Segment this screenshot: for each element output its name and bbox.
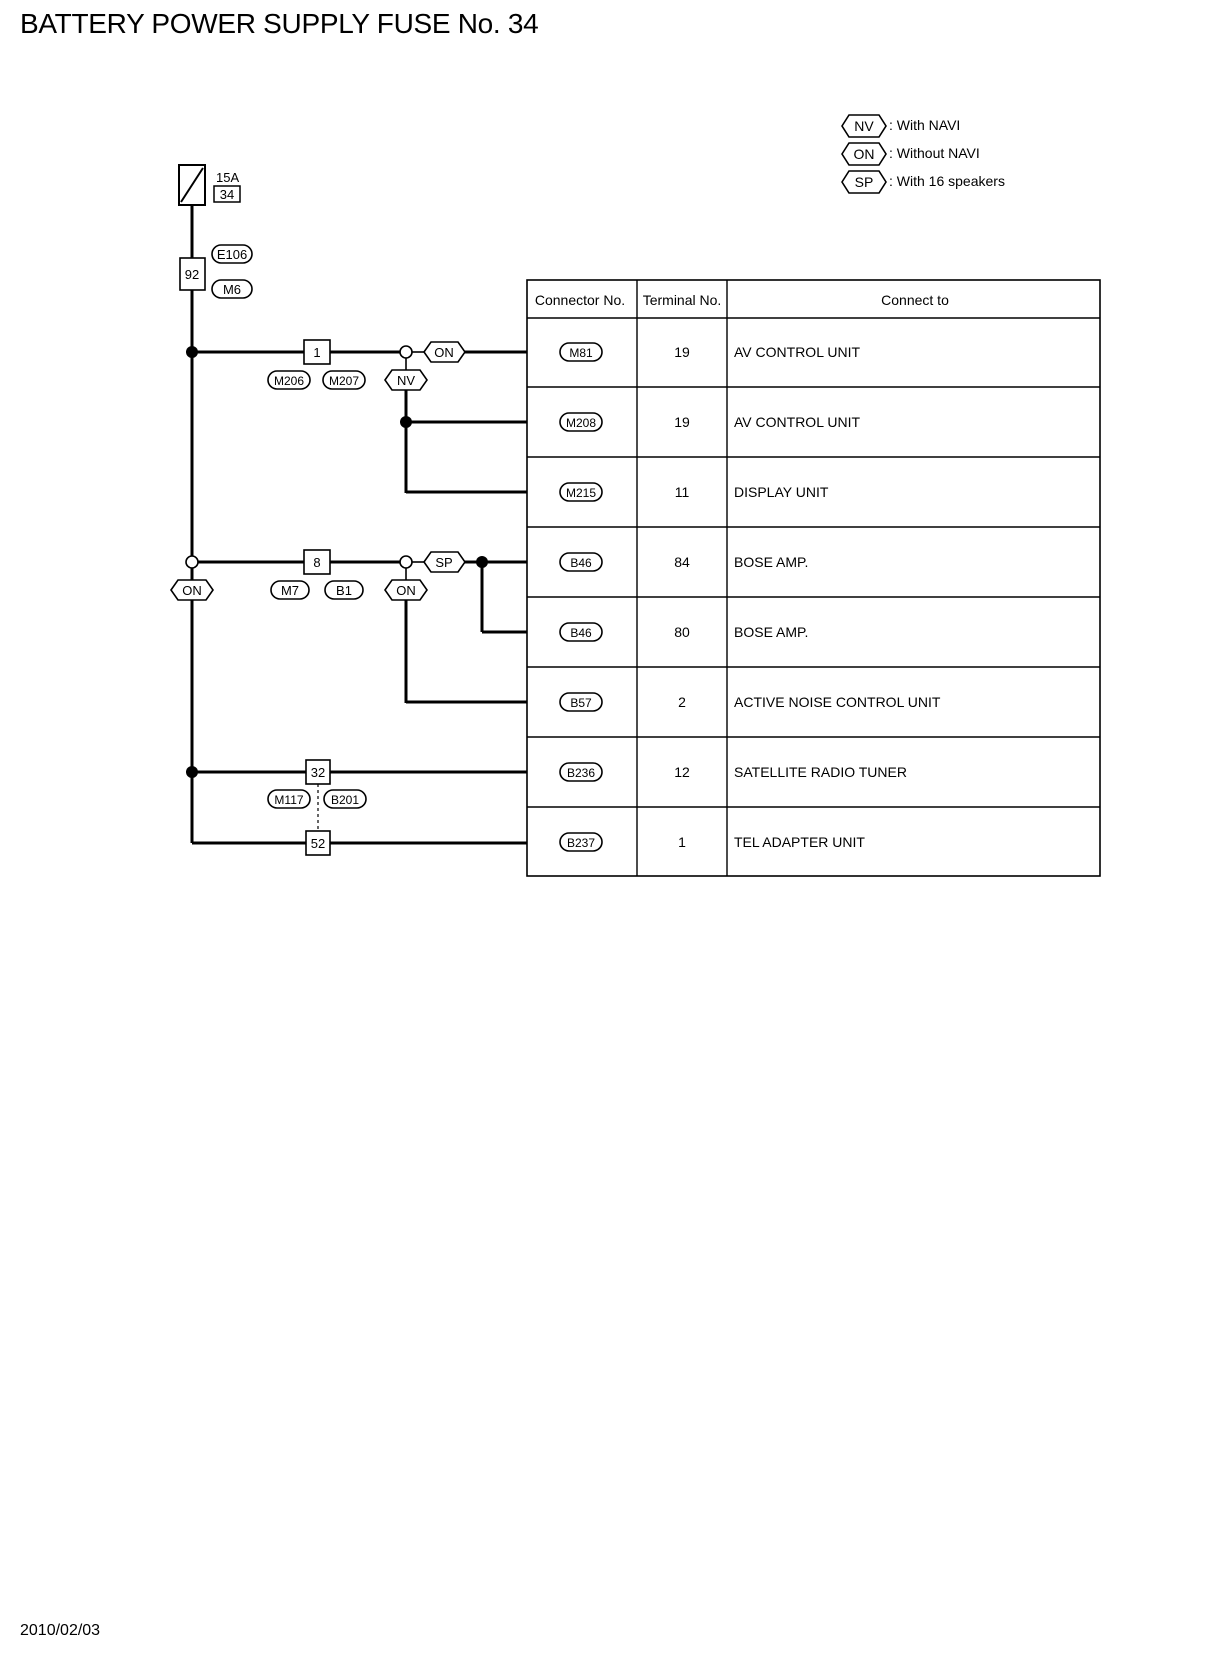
- row-connector: B46: [570, 556, 592, 570]
- legend-sp: SP : With 16 speakers: [841, 170, 1005, 194]
- row-terminal: 1: [678, 834, 686, 850]
- footer-date: 2010/02/03: [20, 1622, 101, 1639]
- row-connect-to: DISPLAY UNIT: [734, 484, 829, 500]
- branch-2: ON 8 M7 B1 SP ON: [170, 549, 527, 704]
- legend-on: ON : Without NAVI: [841, 142, 980, 166]
- row-connect-to: TEL ADAPTER UNIT: [734, 834, 865, 850]
- row-terminal: 84: [674, 554, 690, 570]
- harness-connector-52: [305, 830, 331, 856]
- option-badge-sp-label: SP: [435, 555, 452, 570]
- connector-tag-b1-label: B1: [336, 583, 352, 598]
- row-connect-to: AV CONTROL UNIT: [734, 344, 860, 360]
- connector-tag-e106-label: E106: [217, 247, 247, 262]
- row-connector: M215: [566, 486, 596, 500]
- connector-tag-b201-label: B201: [331, 793, 359, 807]
- legend-on-text: : Without NAVI: [889, 145, 980, 161]
- connector-tag-b201: [323, 789, 367, 809]
- connector-tag-m6-label: M6: [223, 282, 241, 297]
- option-badge-trunk-on-label: ON: [182, 583, 202, 598]
- branch-3: 32 M117 B201 52: [186, 759, 527, 856]
- row-terminal: 2: [678, 694, 686, 710]
- table-row: M81 19 AV CONTROL UNIT: [559, 342, 860, 362]
- connection-table: Connector No. Terminal No. Connect to M8…: [526, 279, 1101, 877]
- row-connect-to: ACTIVE NOISE CONTROL UNIT: [734, 694, 941, 710]
- connector-tag-m117-label: M117: [274, 793, 303, 807]
- page-title: BATTERY POWER SUPPLY FUSE No. 34: [20, 8, 539, 39]
- row-connect-to: BOSE AMP.: [734, 624, 808, 640]
- legend-sp-code: SP: [855, 174, 874, 190]
- terminal-8: 8: [313, 555, 320, 570]
- legend-on-code: ON: [854, 146, 875, 162]
- option-open-circle: [399, 345, 413, 359]
- row-connect-to: AV CONTROL UNIT: [734, 414, 860, 430]
- connector-tag-m7: [270, 580, 310, 600]
- terminal-1: 1: [313, 345, 320, 360]
- row-connector: M208: [566, 416, 596, 430]
- connector-tag-m207: [322, 370, 366, 390]
- terminal-52: 52: [311, 836, 325, 851]
- terminal-32: 32: [311, 765, 325, 780]
- connector-tag-m206: [267, 370, 311, 390]
- table-row: B237 1 TEL ADAPTER UNIT: [559, 832, 865, 852]
- row-terminal: 19: [674, 414, 690, 430]
- legend: NV : With NAVI ON : Without NAVI SP : Wi…: [841, 114, 1005, 194]
- option-badge-nv: [384, 369, 428, 391]
- connector-tag-m7-label: M7: [281, 583, 299, 598]
- legend-sp-text: : With 16 speakers: [889, 173, 1005, 189]
- connector-tag-b1: [324, 580, 364, 600]
- branch-1: 1 M206 M207 ON NV: [186, 339, 527, 494]
- fuse-symbol: 15A 34: [178, 164, 241, 206]
- table-row: M215 11 DISPLAY UNIT: [559, 482, 829, 502]
- row-terminal: 12: [674, 764, 690, 780]
- fuse-rating: 15A: [216, 170, 239, 185]
- connector-tag-e106: [211, 244, 253, 264]
- connector-tag-m207-label: M207: [329, 374, 359, 388]
- connector-tag-m117: [267, 789, 311, 809]
- row-connector: B237: [567, 836, 595, 850]
- table-header-connector: Connector No.: [535, 292, 625, 308]
- connector-tag-m6: [211, 279, 253, 299]
- table-header-terminal: Terminal No.: [643, 292, 722, 308]
- row-connect-to: BOSE AMP.: [734, 554, 808, 570]
- row-connect-to: SATELLITE RADIO TUNER: [734, 764, 907, 780]
- table-header-connect-to: Connect to: [881, 292, 949, 308]
- row-connector: B57: [570, 696, 592, 710]
- legend-nv-code: NV: [854, 118, 874, 134]
- option-open-circle: [399, 555, 413, 569]
- table-row: B46 84 BOSE AMP.: [559, 552, 808, 572]
- table-row: M208 19 AV CONTROL UNIT: [559, 412, 860, 432]
- option-badge-trunk-on: [170, 579, 214, 601]
- option-badge-nv-label: NV: [397, 373, 415, 388]
- row-terminal: 80: [674, 624, 690, 640]
- row-connector: B236: [567, 766, 595, 780]
- harness-connector-8: [303, 549, 331, 575]
- row-terminal: 19: [674, 344, 690, 360]
- option-badge-on-2: [384, 579, 428, 601]
- table-row: B236 12 SATELLITE RADIO TUNER: [559, 762, 907, 782]
- row-terminal: 11: [675, 484, 690, 500]
- fuse-number: 34: [220, 187, 234, 202]
- option-badge-on-label: ON: [434, 345, 454, 360]
- fuse-number-box: [213, 185, 241, 203]
- table-row: B57 2 ACTIVE NOISE CONTROL UNIT: [559, 692, 941, 712]
- option-badge-on-2-label: ON: [396, 583, 416, 598]
- row-connector: M81: [569, 346, 593, 360]
- terminal-92: 92: [185, 267, 199, 282]
- harness-connector-92: 92 E106 M6: [179, 244, 253, 299]
- trunk-wires: [190, 205, 527, 845]
- table-row: B46 80 BOSE AMP.: [559, 622, 808, 642]
- connector-tag-m206-label: M206: [274, 374, 304, 388]
- legend-nv-text: : With NAVI: [889, 117, 960, 133]
- option-open-circle: [185, 555, 199, 569]
- legend-nv: NV : With NAVI: [841, 114, 960, 138]
- row-connector: B46: [570, 626, 592, 640]
